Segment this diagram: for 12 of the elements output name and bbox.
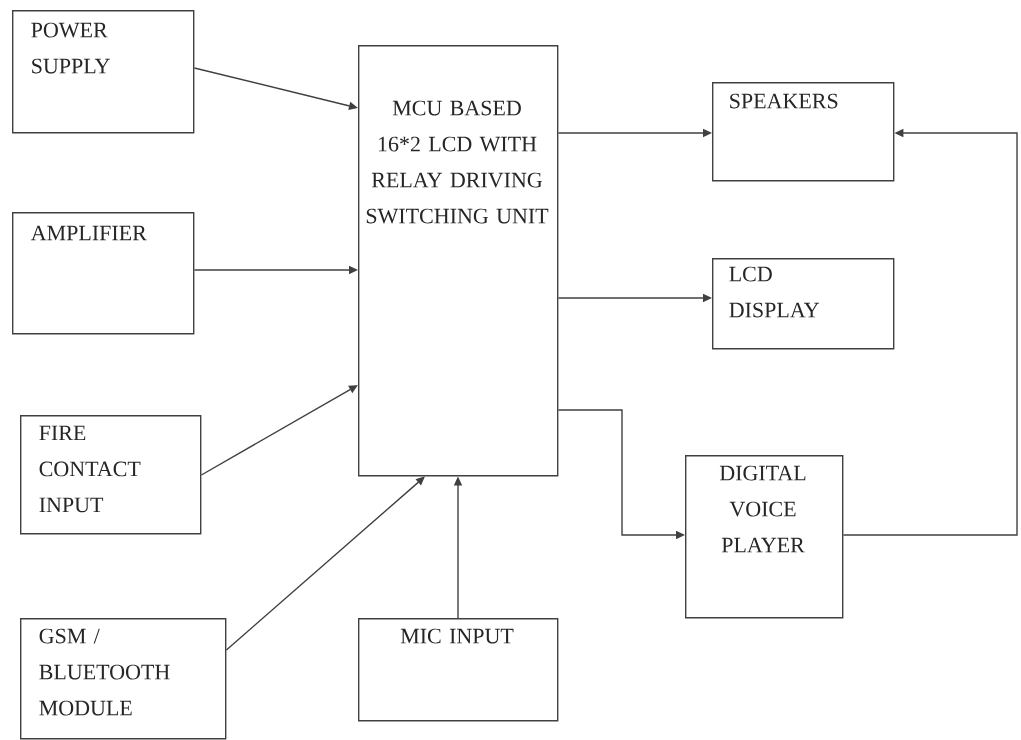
block-box: SPEAKERS — [712, 82, 895, 182]
arrow — [200, 385, 358, 476]
block-box: GSM / BLUETOOTH MODULE — [20, 618, 227, 740]
block-box: MCU BASED 16*2 LCD WITH RELAY DRIVING SWITCHING UNIT — [358, 45, 559, 477]
arrow — [225, 476, 425, 651]
block-box: FIRE CONTACT INPUT — [20, 415, 202, 535]
block-box: LCD DISPLAY — [712, 258, 895, 350]
block-box: DIGITAL VOICE PLAYER — [685, 455, 844, 619]
block-box: AMPLIFIER — [12, 212, 195, 335]
arrow — [193, 67, 358, 110]
block-box: MIC INPUT — [358, 618, 559, 722]
block-box: POWER SUPPLY — [12, 10, 195, 134]
